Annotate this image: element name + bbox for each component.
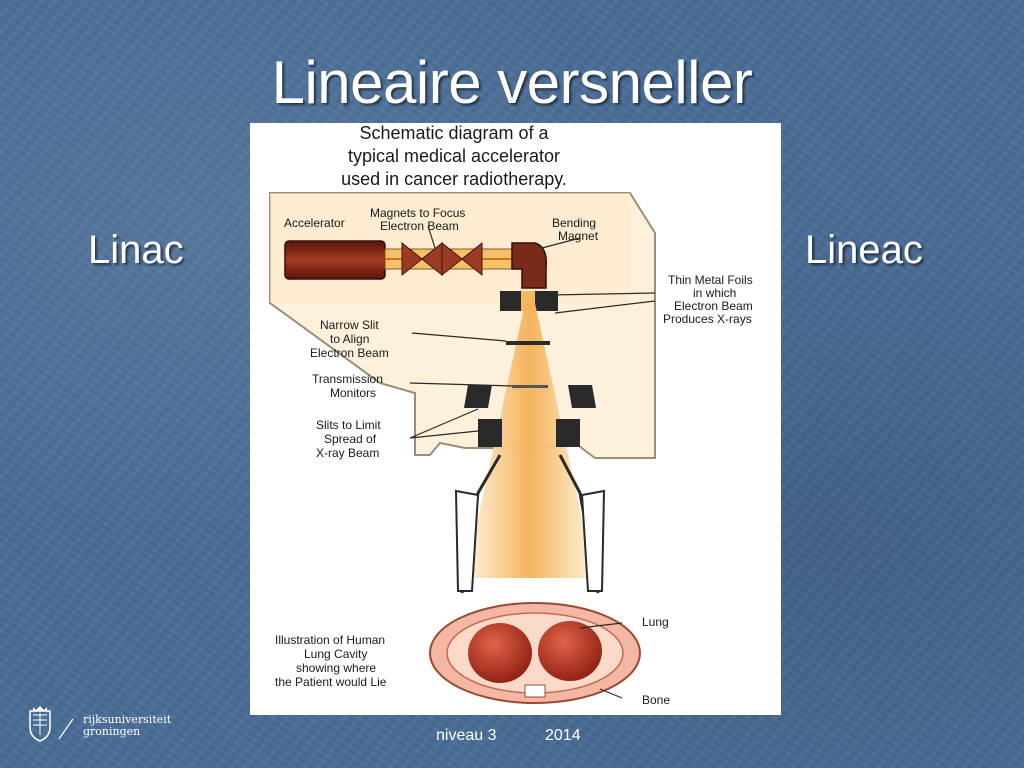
slide-title: Lineaire versneller bbox=[271, 49, 753, 116]
label-limit-3: X-ray Beam bbox=[316, 446, 379, 460]
label-foils-4: Produces X-rays bbox=[663, 312, 752, 326]
label-bending-2: Magnet bbox=[558, 229, 599, 243]
applicator-right bbox=[580, 489, 606, 592]
label-slit-1: Narrow Slit bbox=[320, 318, 379, 332]
footer-year: 2014 bbox=[545, 727, 581, 744]
xray-beam bbox=[465, 303, 595, 578]
label-foils-3: Electron Beam bbox=[674, 299, 753, 313]
label-slit-2: to Align bbox=[330, 332, 369, 346]
diagram-heading-line-1: Schematic diagram of a bbox=[359, 123, 549, 143]
lung-right bbox=[538, 621, 602, 681]
label-limit-2: Spread of bbox=[324, 432, 377, 446]
label-bending-1: Bending bbox=[552, 216, 596, 230]
diagram-heading-line-2: typical medical accelerator bbox=[348, 146, 560, 166]
focusing-magnets bbox=[401, 241, 483, 277]
lung-left bbox=[468, 623, 532, 683]
label-slit-3: Electron Beam bbox=[310, 346, 389, 360]
crest-icon bbox=[29, 706, 74, 742]
label-foils-1: Thin Metal Foils bbox=[668, 273, 753, 287]
label-accelerator: Accelerator bbox=[284, 216, 345, 230]
logo-text-line-1: rijksuniversiteit bbox=[83, 713, 172, 726]
label-illus-1: Illustration of Human bbox=[275, 633, 385, 647]
university-logo: rijksuniversiteit groningen bbox=[27, 705, 197, 745]
spine bbox=[524, 684, 546, 698]
label-illus-3: showing where bbox=[296, 661, 376, 675]
leader-lines bbox=[409, 225, 656, 699]
label-bone: Bone bbox=[642, 693, 670, 707]
accelerator-diagram: Schematic diagram of a typical medical a… bbox=[250, 123, 781, 715]
label-illus-4: the Patient would Lie bbox=[275, 675, 387, 689]
diagram-heading-line-3: used in cancer radiotherapy. bbox=[341, 169, 567, 189]
upper-jaw-right bbox=[568, 385, 596, 408]
narrow-slit bbox=[506, 341, 550, 345]
lower-slit-right bbox=[556, 419, 580, 447]
transmission-monitor bbox=[512, 385, 548, 388]
bending-magnet bbox=[511, 242, 548, 289]
left-label: Linac bbox=[88, 228, 184, 272]
diagram-svg: Schematic diagram of a typical medical a… bbox=[269, 123, 753, 707]
label-monitors-2: Monitors bbox=[330, 386, 376, 400]
label-monitors-1: Transmission bbox=[312, 372, 383, 386]
accelerator-tube bbox=[284, 240, 386, 280]
lower-slit-left bbox=[478, 419, 502, 447]
label-magnets-1: Magnets to Focus bbox=[370, 206, 465, 220]
applicator-left bbox=[454, 489, 480, 592]
upper-jaw-left bbox=[464, 385, 492, 408]
label-foils-2: in which bbox=[693, 286, 736, 300]
logo-text-line-2: groningen bbox=[83, 725, 141, 738]
label-limit-1: Slits to Limit bbox=[316, 418, 381, 432]
label-magnets-2: Electron Beam bbox=[380, 219, 459, 233]
footer-level: niveau 3 bbox=[436, 727, 497, 744]
label-illus-2: Lung Cavity bbox=[304, 647, 367, 661]
label-lung: Lung bbox=[642, 615, 669, 629]
right-label: Lineac bbox=[805, 228, 923, 272]
